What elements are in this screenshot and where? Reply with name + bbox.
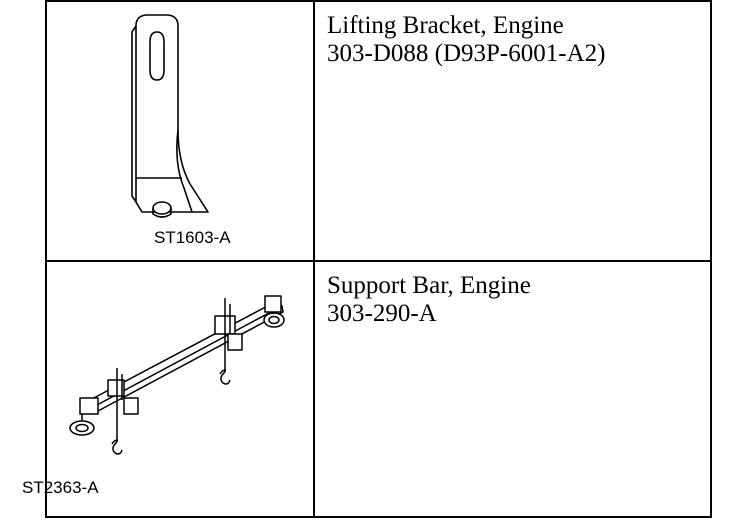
tool-image-cell: [45, 0, 315, 262]
tool-number: 303-290-A: [327, 300, 437, 327]
tool-number: 303-D088 (D93P-6001-A2): [327, 40, 606, 67]
tool-name: Lifting Bracket, Engine: [327, 12, 564, 39]
support-bar-drawing-icon: [60, 290, 300, 460]
tool-name: Support Bar, Engine: [327, 272, 531, 299]
tool-row-lifting-bracket: Lifting Bracket, Engine 303-D088 (D93P-6…: [45, 0, 712, 262]
lifting-bracket-drawing-icon: [120, 12, 220, 222]
tool-description-cell: Support Bar, Engine 303-290-A: [313, 260, 712, 518]
figure-label: ST1603-A: [154, 228, 231, 247]
figure-label: ST2363-A: [22, 478, 99, 497]
tool-description-cell: Lifting Bracket, Engine 303-D088 (D93P-6…: [313, 0, 712, 262]
